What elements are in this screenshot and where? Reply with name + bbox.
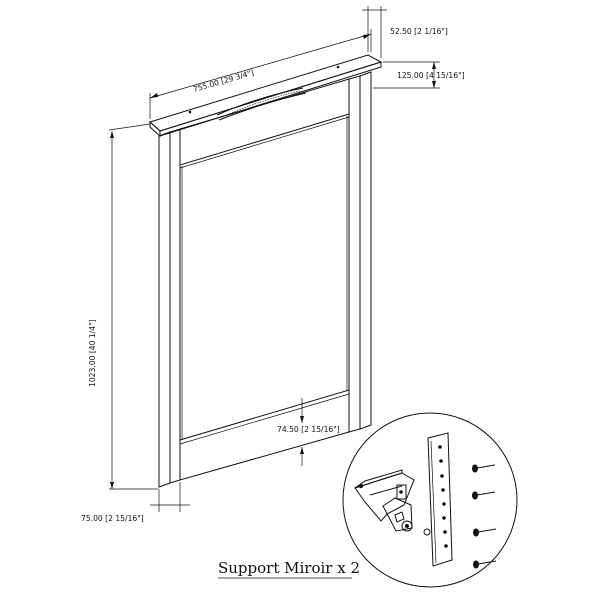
depth-dimension-label: 52.50 [2 1/16"]	[390, 27, 448, 36]
overall-height-dimension-label: 1023.00 [40 1/4"]	[88, 319, 97, 387]
screw-icon	[472, 464, 496, 473]
mirror-frame	[149, 54, 383, 488]
screw-icon	[472, 491, 496, 500]
width-dimension-label: 755.00 [29 3/4"]	[192, 68, 255, 94]
screw-icon	[473, 560, 497, 569]
dimension-lines	[108, 6, 440, 512]
top-height-dimension-label: 125.00 [4 15/16"]	[397, 71, 465, 80]
support-caption: Support Miroir x 2	[218, 559, 360, 577]
screw-icon	[473, 528, 497, 537]
mirror-support-detail	[342, 412, 518, 588]
leg-width-dimension-label: 75.00 [2 15/16"]	[81, 514, 144, 523]
bottom-rail-dimension-label: 74.50 [2 15/16"]	[277, 425, 340, 434]
